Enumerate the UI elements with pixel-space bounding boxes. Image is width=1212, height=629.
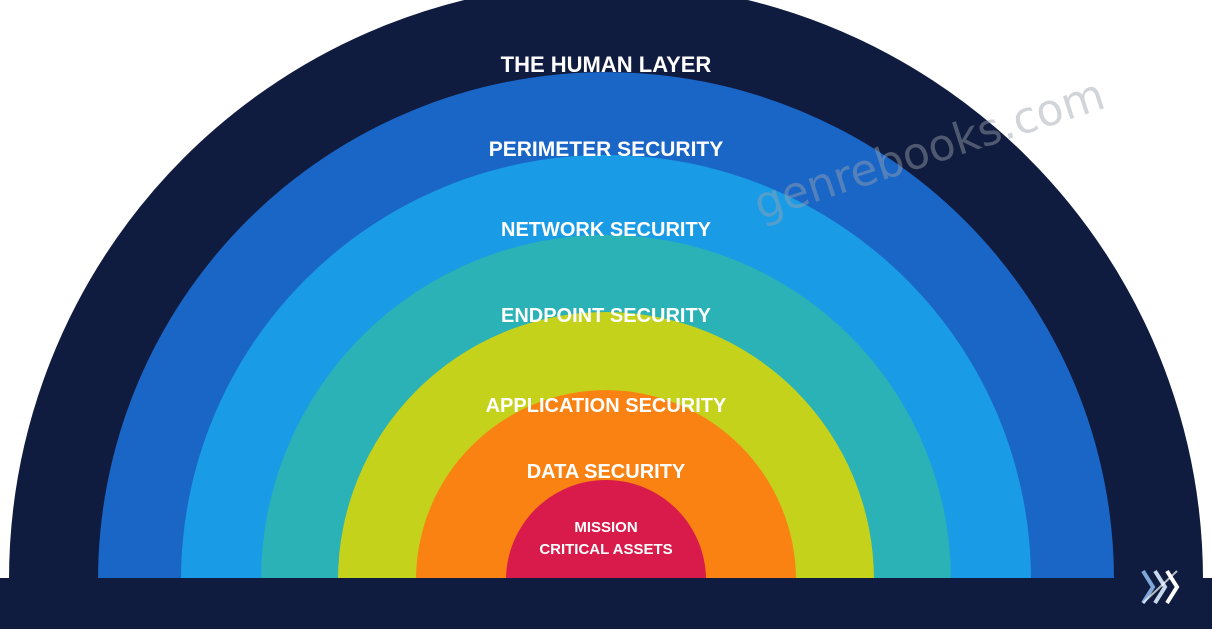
layer-label-data-security: DATA SECURITY xyxy=(527,461,686,483)
layer-band-mission-critical-assets xyxy=(506,480,706,580)
layer-labels: THE HUMAN LAYER PERIMETER SECURITY NETWORK… xyxy=(486,52,727,558)
layer-label-perimeter-security: PERIMETER SECURITY xyxy=(489,138,724,161)
layer-label-application-security: APPLICATION SECURITY xyxy=(486,395,727,417)
layer-label-network-security: NETWORK SECURITY xyxy=(501,219,712,241)
diagram-base-bar xyxy=(0,578,1212,629)
chevrons-logo-icon xyxy=(1141,569,1180,605)
layer-label-the-human-layer: THE HUMAN LAYER xyxy=(501,52,712,77)
outer-frame xyxy=(9,0,1203,581)
layer-arcs xyxy=(9,0,1203,581)
layer-label-endpoint-security: ENDPOINT SECURITY xyxy=(501,305,712,327)
